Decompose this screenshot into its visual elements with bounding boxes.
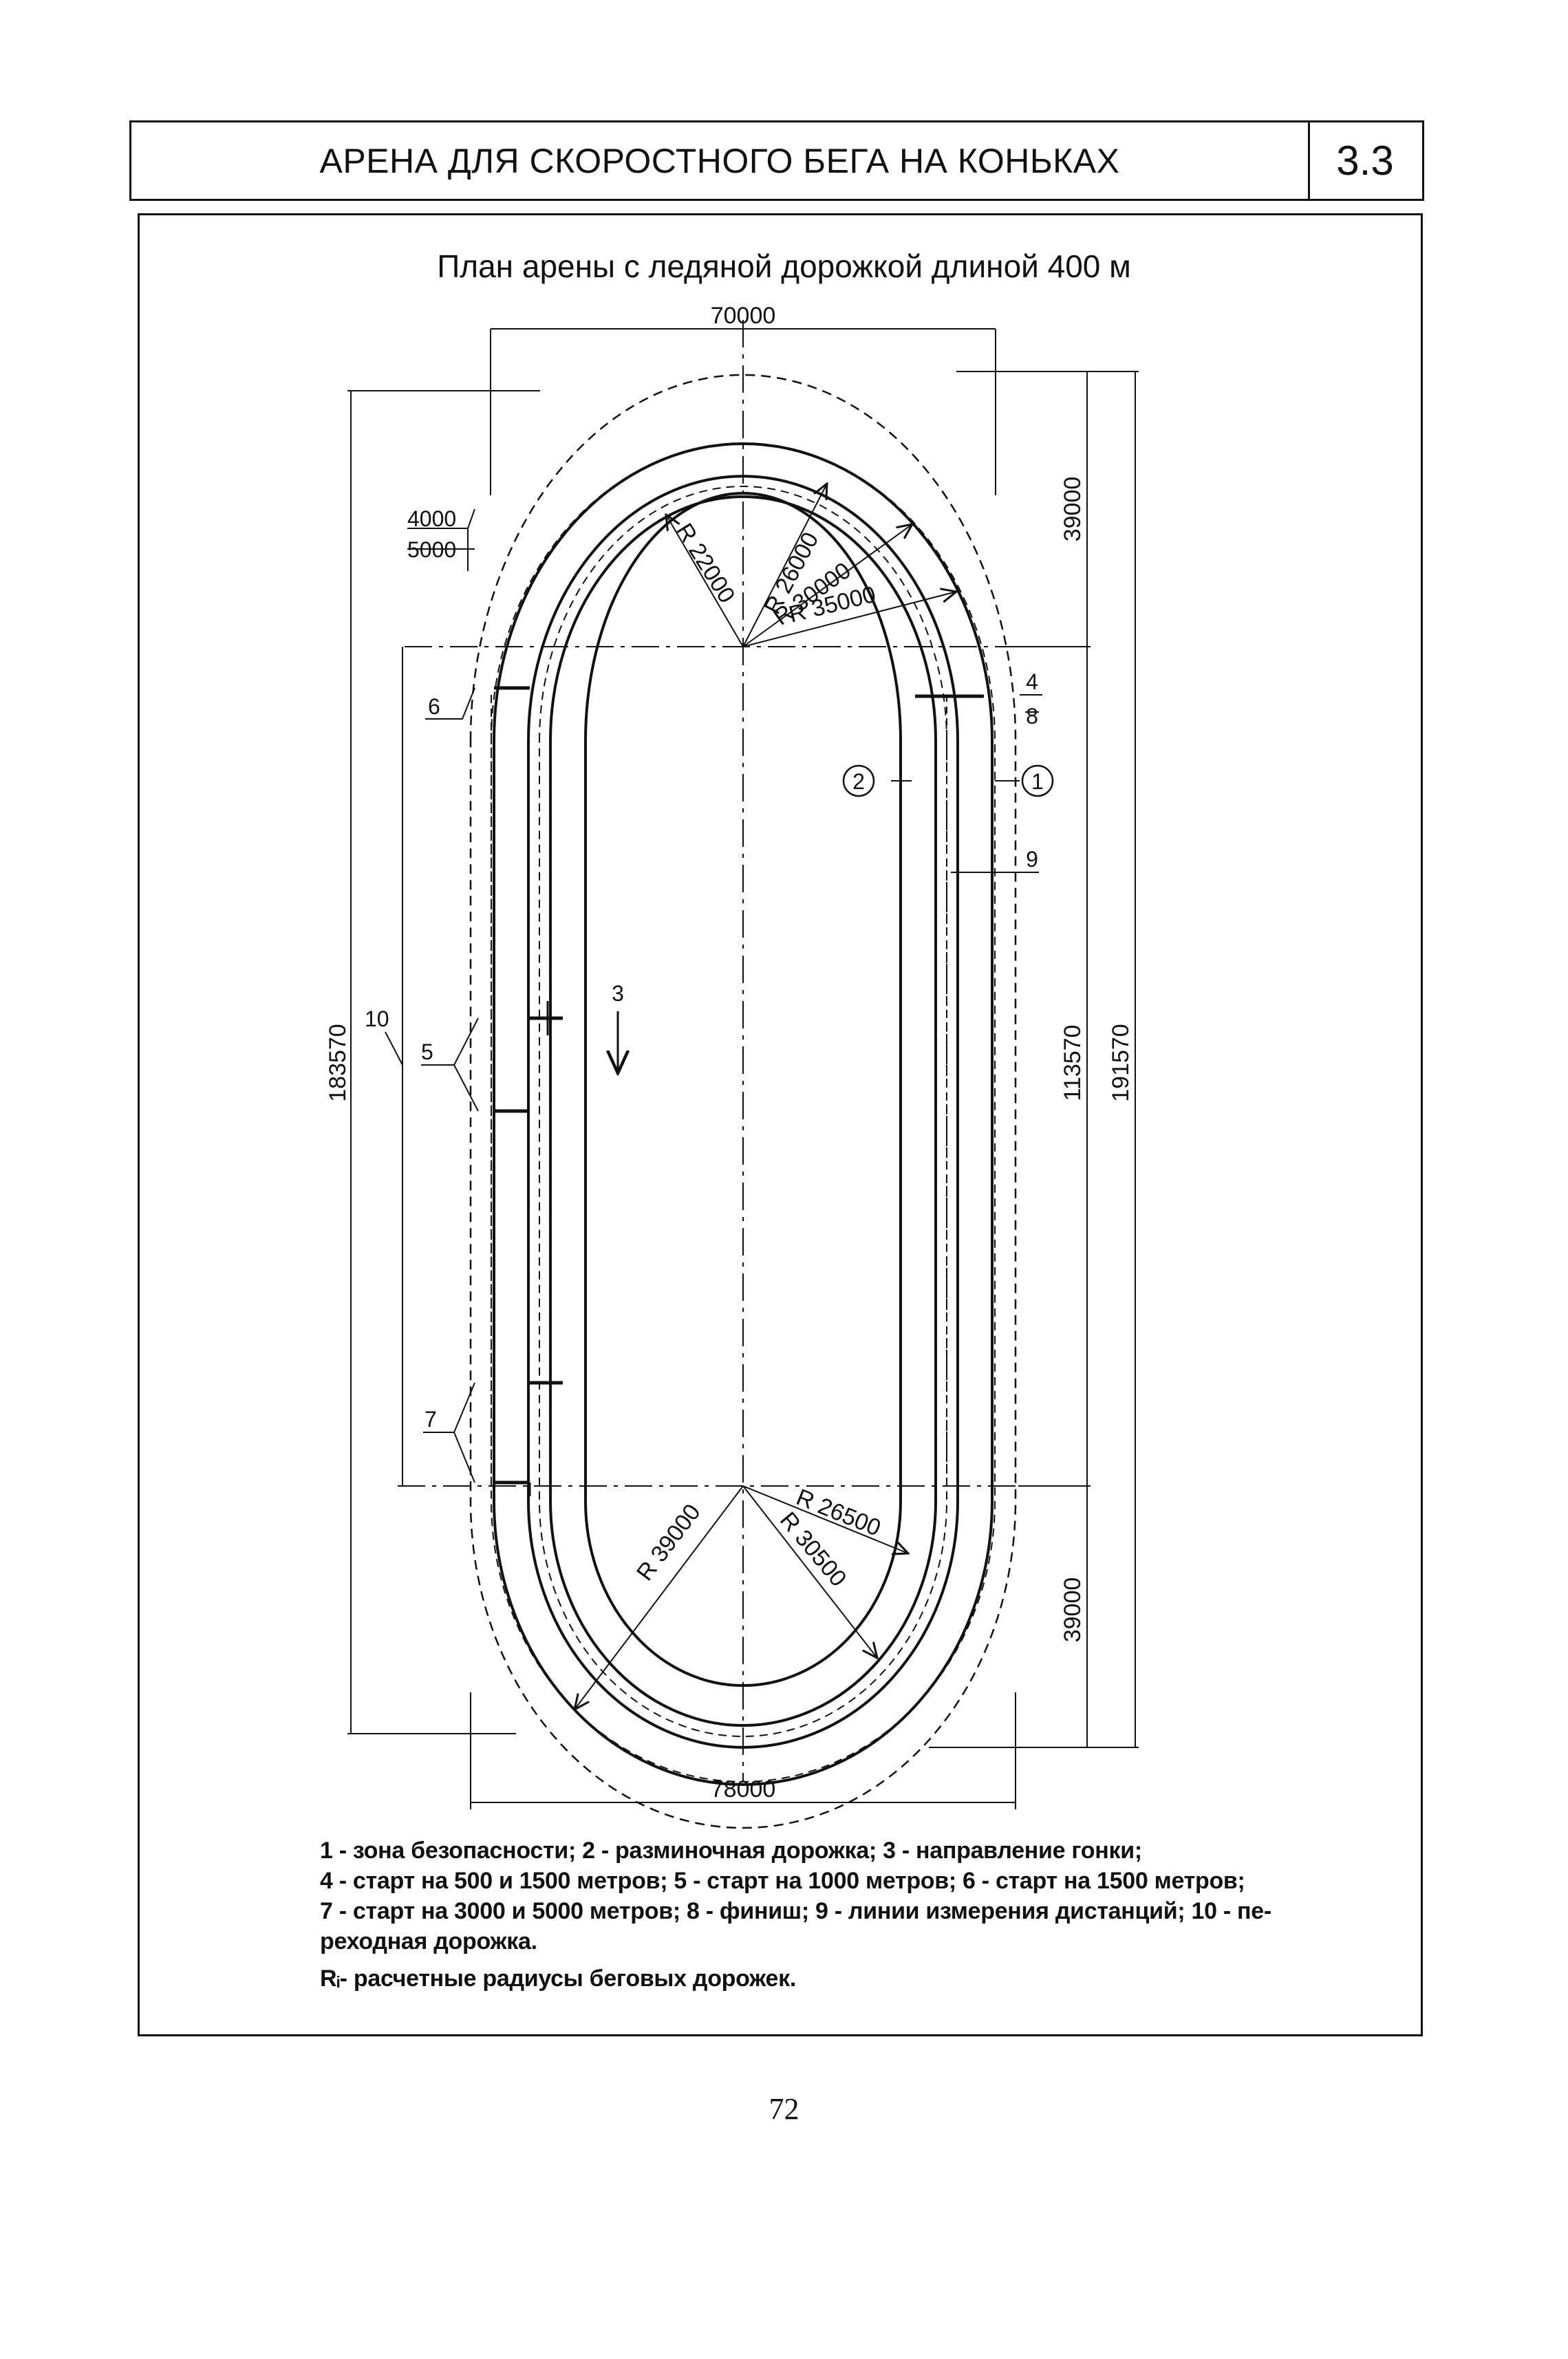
legend-line-4: реходная дорожка. <box>320 1928 537 1954</box>
track-inner-line <box>549 495 937 1727</box>
track-middle-line <box>527 475 959 1749</box>
callout-3: 3 <box>612 981 624 1006</box>
callout-8: 8 <box>1026 704 1038 729</box>
callout-circle-2 <box>842 764 875 797</box>
legend-radius-note: Rᵢ- расчетные радиусы беговых дорожек. <box>320 1965 796 1992</box>
dim-top-width: 70000 <box>711 303 776 329</box>
radius-line-39000 <box>574 1485 744 1710</box>
header-title: АРЕНА ДЛЯ СКОРОСТНОГО БЕГА НА КОНЬКАХ <box>131 122 1310 199</box>
dim-right-bottom: 39000 <box>1060 1577 1086 1643</box>
radius-line-35000 <box>742 592 956 647</box>
legend-line-2: 4 - старт на 500 и 1500 метров; 5 - стар… <box>320 1868 1245 1894</box>
dim-right-straight: 113570 <box>1060 1025 1086 1101</box>
dim-left-height: 183570 <box>325 1024 351 1101</box>
callout-1: 1 <box>1031 769 1044 794</box>
warmup-track-line <box>584 492 902 1687</box>
legend: 1 - зона безопасности; 2 - разминочная д… <box>320 1835 1352 1994</box>
radius-line-22000 <box>666 515 744 647</box>
callout-9: 9 <box>1026 847 1038 872</box>
plan-title: План арены с ледяной дорожкой длиной 400… <box>437 248 1131 284</box>
track-outer-line <box>493 442 994 1786</box>
callout-5: 5 <box>421 1040 433 1064</box>
radius-line-26500 <box>742 1485 908 1553</box>
drawing-frame <box>138 213 1423 2036</box>
section-number: 3.3 <box>1336 138 1394 184</box>
safety-zone-outer <box>469 374 1017 1829</box>
dim-safety-b: 5000 <box>407 537 456 562</box>
callout-10: 10 <box>365 1006 389 1031</box>
callout-circle-1 <box>1021 764 1054 797</box>
radius-line-30000 <box>742 524 912 647</box>
radius-line-30500 <box>742 1485 877 1658</box>
callout-6: 6 <box>428 694 440 719</box>
dim-right-total: 191570 <box>1108 1024 1134 1101</box>
legend-line-3: 7 - старт на 3000 и 5000 метров; 8 - фин… <box>320 1898 1271 1924</box>
page-number: 72 <box>769 2092 799 2126</box>
dim-safety-a: 4000 <box>407 506 456 531</box>
radius-39000: R 39000 <box>632 1499 706 1586</box>
dim-bottom-width: 78000 <box>711 1776 776 1802</box>
callout-7: 7 <box>425 1407 437 1432</box>
radius-line-26000 <box>742 484 827 647</box>
legend-line-1: 1 - зона безопасности; 2 - разминочная д… <box>320 1838 1142 1864</box>
header-box: АРЕНА ДЛЯ СКОРОСТНОГО БЕГА НА КОНЬКАХ 3.… <box>129 120 1424 201</box>
callout-2: 2 <box>852 769 865 794</box>
dim-right-top: 39000 <box>1060 477 1086 542</box>
callout-4: 4 <box>1026 669 1038 694</box>
radius-22000: R 22000 <box>671 519 740 607</box>
track-divider-dashed <box>539 486 947 1737</box>
